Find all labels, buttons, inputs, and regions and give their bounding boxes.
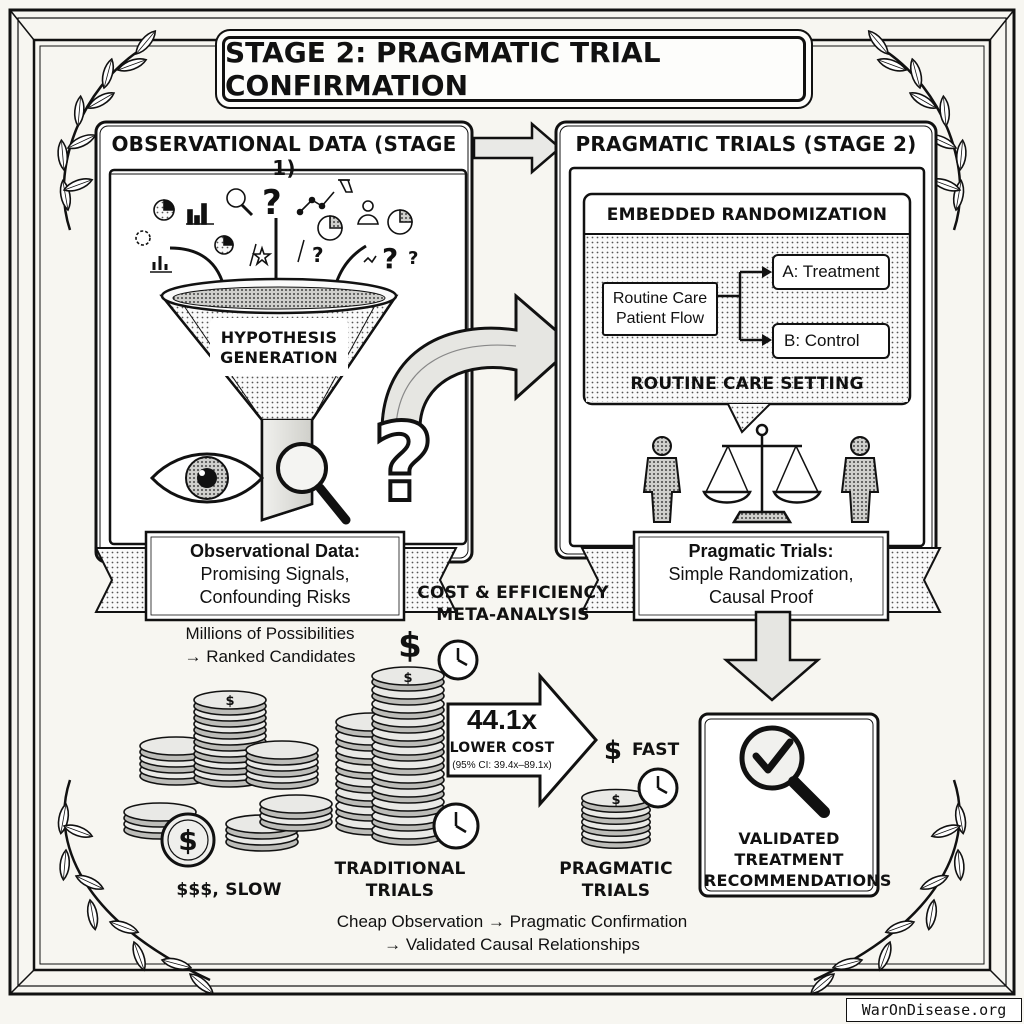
svg-text:$: $ bbox=[178, 824, 197, 857]
arrow-icon bbox=[380, 292, 577, 430]
cost-confidence-interval: (95% CI: 39.4x–89.1x) bbox=[452, 760, 552, 771]
eye-icon bbox=[149, 452, 265, 504]
svg-text:$: $ bbox=[225, 694, 234, 709]
magnifier-icon bbox=[276, 442, 351, 525]
cost-multiplier-label: LOWER COST bbox=[449, 740, 555, 756]
observational-header: OBSERVATIONAL DATA (STAGE 1) bbox=[111, 132, 457, 180]
laurel-icon bbox=[56, 27, 160, 231]
svg-text:?: ? bbox=[382, 242, 398, 275]
result-line: RECOMMENDATIONS bbox=[704, 871, 892, 890]
dollar-sign-icon: $ bbox=[398, 626, 422, 666]
caption-line: → Ranked Candidates bbox=[184, 647, 356, 666]
routine-care-box: Routine Care Patient Flow bbox=[602, 282, 718, 336]
traditional-trials-label: TRADITIONAL TRIALS bbox=[330, 858, 470, 902]
pragmatic-line: PRAGMATIC bbox=[559, 859, 673, 879]
result-line: TREATMENT bbox=[734, 850, 844, 869]
cost-heading-line: COST & EFFICIENCY bbox=[417, 583, 609, 603]
pragmatic-banner-line: Causal Proof bbox=[708, 587, 814, 607]
fast-label: FAST bbox=[632, 740, 680, 760]
clock-icon bbox=[637, 767, 679, 809]
result-label: VALIDATED TREATMENT RECOMMENDATIONS bbox=[704, 828, 892, 891]
page-frame bbox=[8, 8, 1016, 996]
traditional-line: TRIALS bbox=[365, 881, 435, 901]
traditional-line: TRADITIONAL bbox=[334, 859, 466, 879]
routine-care-line: Routine Care bbox=[612, 290, 708, 307]
funnel-label-line: GENERATION bbox=[220, 348, 338, 367]
arrow-icon bbox=[446, 672, 598, 808]
arrow-icon bbox=[472, 121, 562, 175]
cost-heading-line: META-ANALYSIS bbox=[436, 605, 590, 625]
pragmatic-line: TRIALS bbox=[581, 881, 651, 901]
pragmatic-banner-text: Pragmatic Trials: Simple Randomization, … bbox=[640, 540, 882, 609]
caption-line: Millions of Possibilities bbox=[185, 624, 355, 643]
coin-stack-icon: $ bbox=[581, 788, 651, 850]
svg-text:?: ? bbox=[408, 248, 418, 269]
page-title: STAGE 2: PRAGMATIC TRIAL CONFIRMATION bbox=[225, 36, 661, 102]
pragmatic-header: PRAGMATIC TRIALS (STAGE 2) bbox=[575, 132, 917, 156]
control-arm-label: B: Control bbox=[784, 331, 860, 350]
observational-banner-text: Observational Data: Promising Signals, C… bbox=[152, 540, 398, 609]
pragmatic-ribbon bbox=[580, 530, 942, 622]
funnel-icon bbox=[159, 277, 399, 522]
title-banner: STAGE 2: PRAGMATIC TRIAL CONFIRMATION bbox=[222, 36, 806, 102]
randomization-title: EMBEDDED RANDOMIZATION bbox=[606, 205, 888, 225]
svg-text:?: ? bbox=[262, 183, 282, 223]
summary-line: → Validated Causal Relationships bbox=[384, 935, 640, 954]
pragmatic-trials-label: PRAGMATIC TRIALS bbox=[552, 858, 680, 902]
pragmatic-banner-title: Pragmatic Trials: bbox=[688, 541, 834, 561]
coin-stack-icon: $ $ bbox=[123, 690, 333, 868]
laurel-icon bbox=[807, 779, 969, 998]
data-icons bbox=[135, 179, 413, 273]
observational-banner-title: Observational Data: bbox=[189, 541, 361, 561]
observational-banner-line: Confounding Risks bbox=[199, 587, 351, 607]
funnel-label: HYPOTHESIS GENERATION bbox=[214, 328, 344, 368]
laurel-icon bbox=[864, 27, 968, 231]
summary-caption: Cheap Observation → Pragmatic Confirmati… bbox=[250, 910, 774, 956]
treatment-arm-label: A: Treatment bbox=[782, 262, 880, 281]
pragmatic-banner-line: Simple Randomization, bbox=[668, 564, 854, 584]
person-icon bbox=[642, 436, 682, 523]
observational-ribbon bbox=[94, 530, 458, 622]
svg-text:?: ? bbox=[372, 401, 435, 526]
arrow-icon bbox=[722, 610, 822, 702]
coin-stack-icon: $ bbox=[335, 666, 445, 846]
cost-heading: COST & EFFICIENCY META-ANALYSIS bbox=[408, 582, 618, 626]
treatment-arm-box: A: Treatment bbox=[772, 254, 890, 290]
routine-care-setting-label: ROUTINE CARE SETTING bbox=[630, 374, 864, 394]
control-arm-box: B: Control bbox=[772, 323, 890, 359]
clock-icon bbox=[437, 639, 479, 681]
question-mark-icon: ? bbox=[370, 399, 437, 528]
summary-line: Cheap Observation → Pragmatic Confirmati… bbox=[336, 912, 688, 931]
person-icon bbox=[840, 436, 880, 523]
funnel-label-line: HYPOTHESIS bbox=[220, 328, 338, 347]
result-line: VALIDATED bbox=[738, 829, 840, 848]
checkmark-magnifier-icon bbox=[739, 725, 830, 818]
dollar-sign-icon: $ bbox=[603, 736, 623, 766]
observational-banner-line: Promising Signals, bbox=[200, 564, 350, 584]
svg-text:$: $ bbox=[611, 793, 620, 808]
observational-caption: Millions of Possibilities → Ranked Candi… bbox=[140, 622, 400, 668]
cost-multiplier: 44.1x bbox=[466, 704, 538, 735]
footer-link[interactable]: WarOnDisease.org bbox=[846, 998, 1022, 1022]
slow-label: $$$, SLOW bbox=[176, 880, 282, 900]
svg-text:?: ? bbox=[312, 243, 324, 267]
svg-text:$: $ bbox=[403, 671, 412, 686]
laurel-icon bbox=[55, 779, 217, 998]
routine-care-line: Patient Flow bbox=[615, 310, 705, 327]
balance-scale-icon bbox=[702, 423, 822, 524]
clock-icon bbox=[432, 802, 480, 850]
